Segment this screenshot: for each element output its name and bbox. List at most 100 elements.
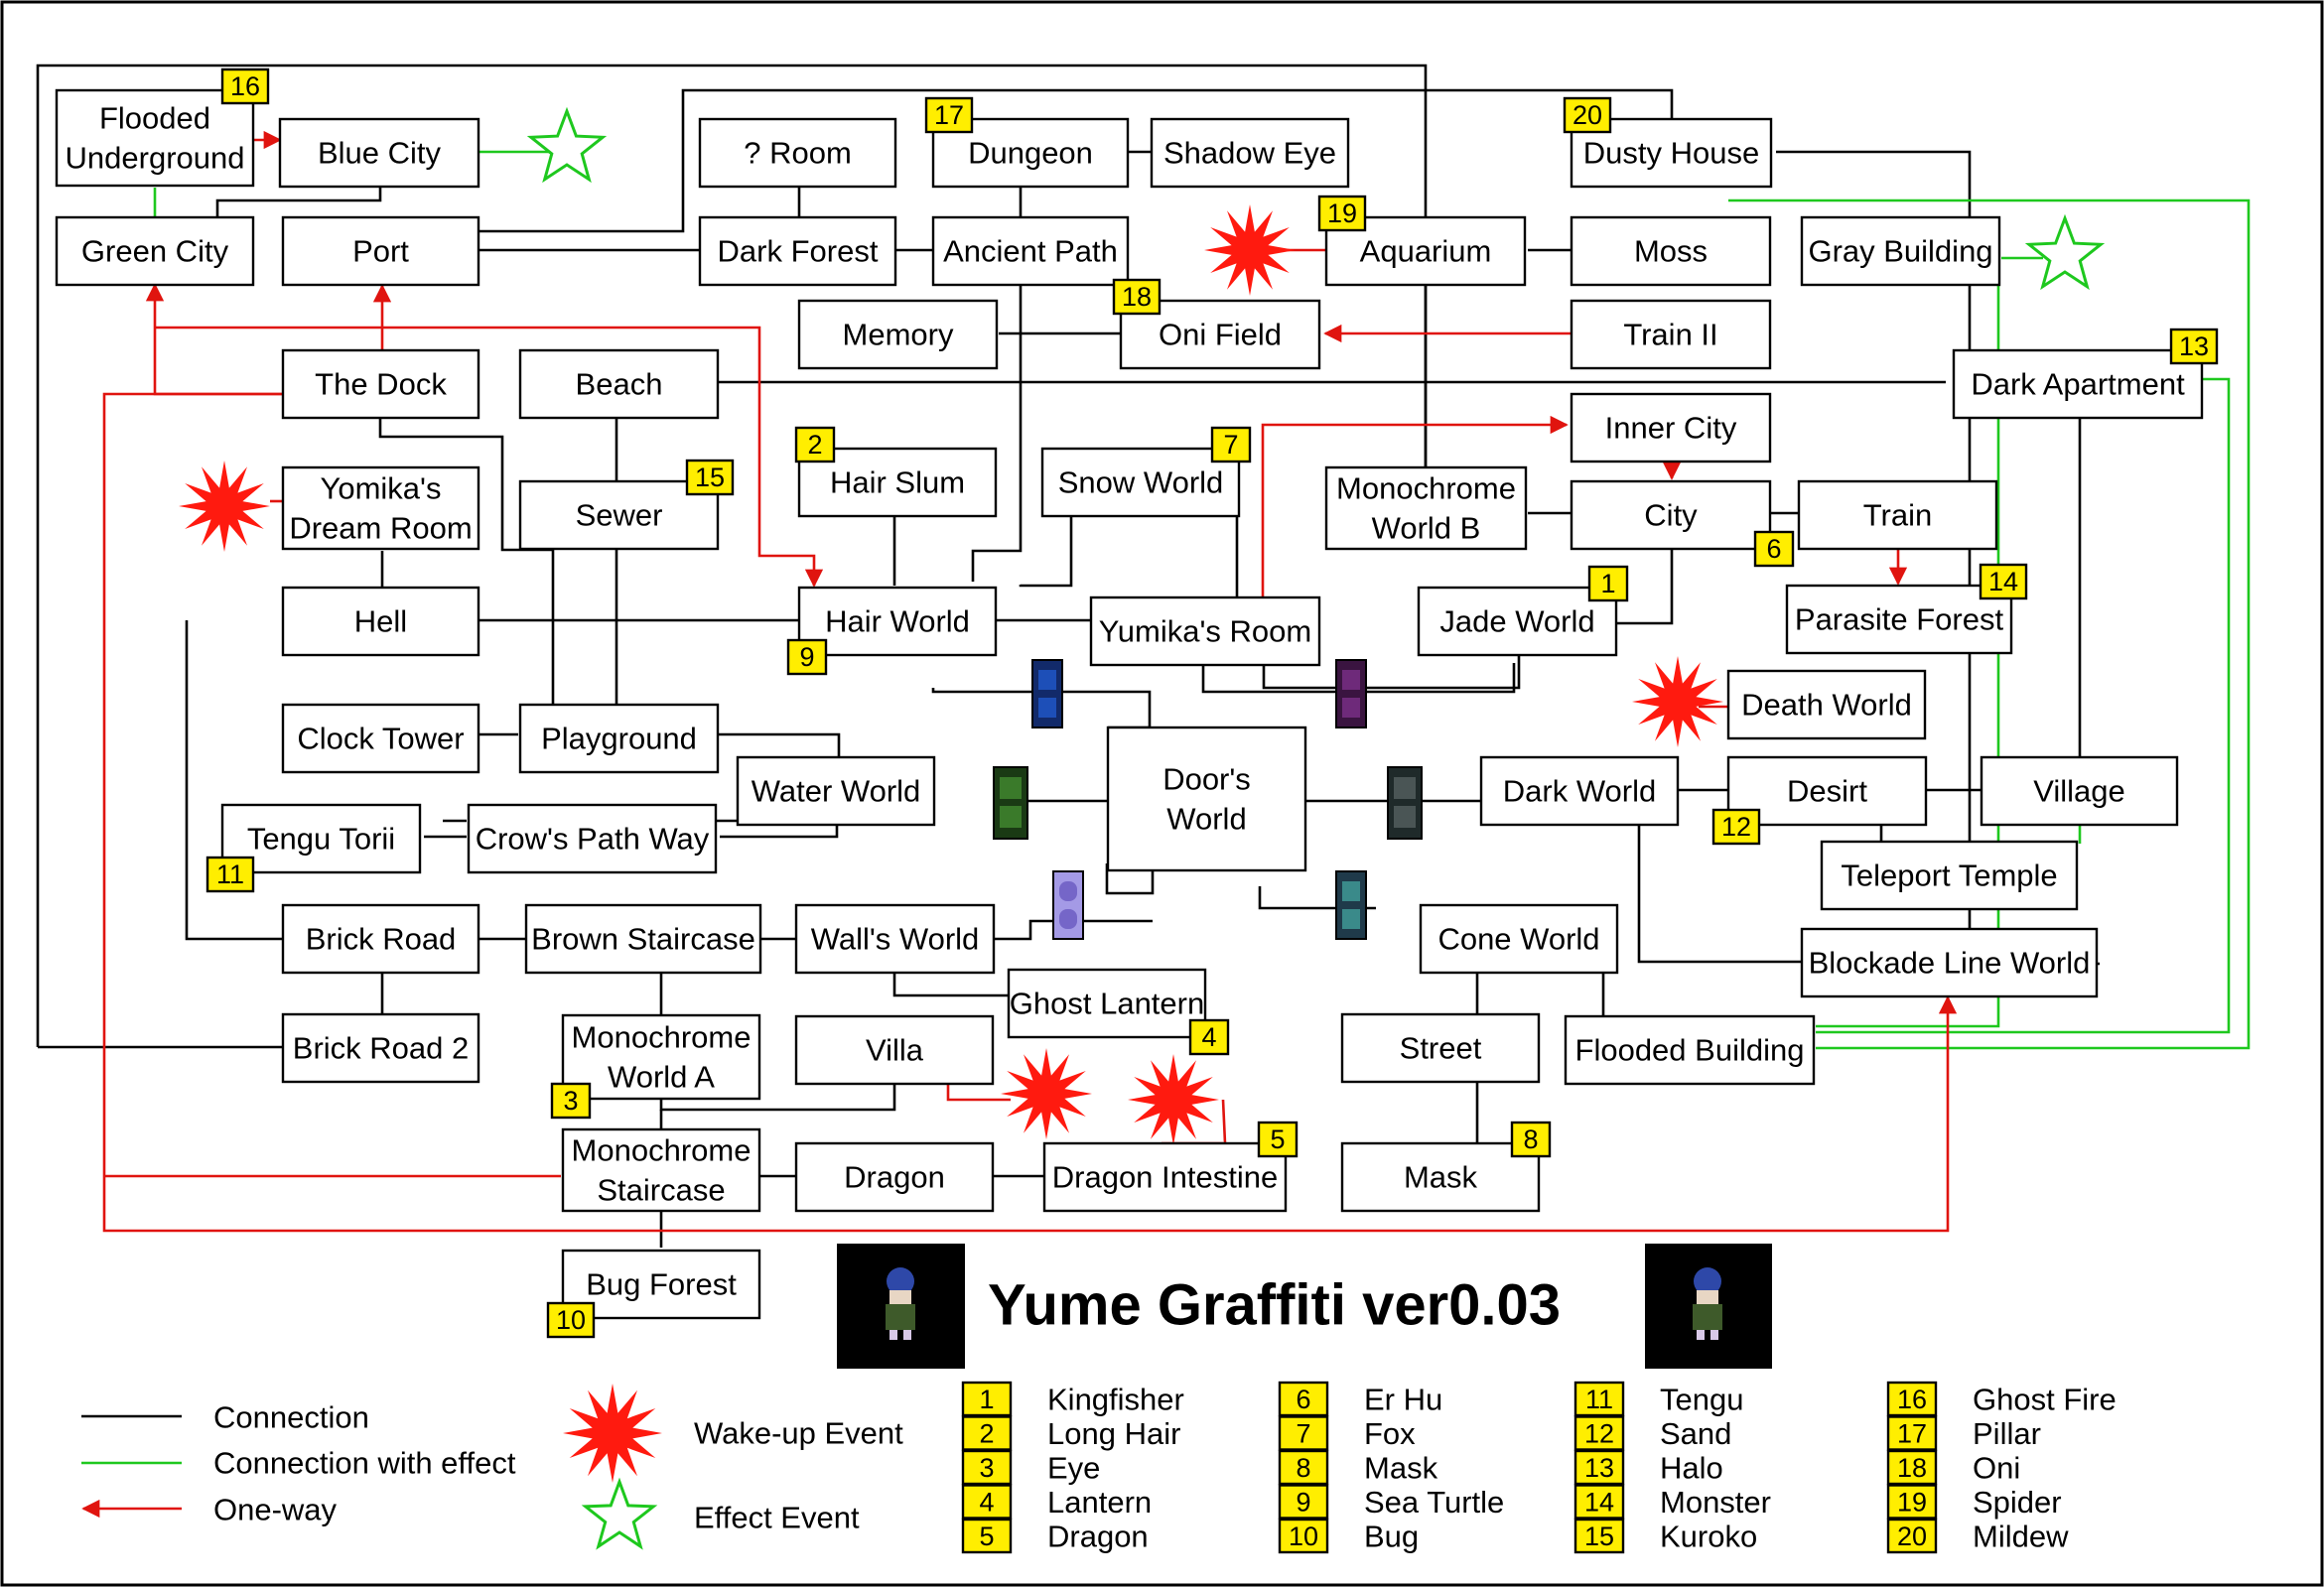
- effect-badge-number: 18: [1122, 282, 1152, 312]
- world-node-box: [1980, 755, 2179, 827]
- wakeup-burst-icon: [1204, 204, 1296, 296]
- world-node-label: Dragon Intestine: [1052, 1160, 1278, 1195]
- world-node-box: [278, 117, 480, 189]
- world-node-gray-building: Gray Building: [1800, 215, 2001, 287]
- world-node-label: Train II: [1623, 318, 1717, 352]
- effect-key-badge: [1886, 1518, 1938, 1554]
- world-node-label: Cone World: [1437, 922, 1599, 957]
- effect-key-number: 5: [979, 1521, 994, 1551]
- world-node-playground: Playground: [518, 703, 720, 774]
- effect-badge: [1587, 565, 1629, 602]
- one-way-line: [1261, 415, 1569, 597]
- world-node-label: Death World: [1741, 688, 1912, 723]
- effect-badge: [550, 1082, 592, 1120]
- world-node-label: Hair World: [825, 604, 970, 639]
- world-node-box: [524, 903, 762, 975]
- world-node-box: [55, 88, 255, 188]
- world-node-water-world: Water World: [736, 755, 936, 827]
- legend-one-way-label: One-way: [213, 1493, 338, 1527]
- green-door-icon: [993, 766, 1028, 840]
- legend-wakeup-label: Wake-up Event: [694, 1416, 903, 1451]
- world-node-box: [1797, 479, 1998, 551]
- effect-key-number: 12: [1584, 1419, 1614, 1449]
- world-node-label: Underground: [66, 141, 245, 176]
- world-node-label: Yumika's Room: [1099, 614, 1311, 649]
- connection-line: [1637, 824, 1802, 964]
- effect-key-name: Halo: [1660, 1451, 1723, 1486]
- effect-badge-number: 19: [1327, 198, 1357, 228]
- effect-key-number: 17: [1897, 1419, 1927, 1449]
- effect-key-badge: [961, 1449, 1013, 1486]
- world-node-label: Memory: [843, 318, 954, 352]
- world-node-label: Clock Tower: [297, 722, 464, 756]
- world-node-box: [1570, 392, 1772, 463]
- effect-key-badge: [1886, 1415, 1938, 1451]
- world-node-death-world: Death World: [1726, 669, 1927, 740]
- world-node-label: Wall's World: [811, 922, 980, 957]
- world-node-box: [1785, 584, 2013, 655]
- effect-badge-number: 4: [1201, 1022, 1216, 1052]
- one-way-line: [1221, 1099, 1227, 1144]
- world-node-box: [1042, 1141, 1288, 1213]
- effect-key-name: Long Hair: [1047, 1416, 1180, 1451]
- world-node-label: Teleport Temple: [1841, 859, 2057, 893]
- world-node-cone-world: Cone World: [1419, 903, 1619, 975]
- effect-key-number: 19: [1897, 1488, 1927, 1518]
- legend-star-icon: [581, 1477, 658, 1550]
- world-node-ancient-path: Ancient Path: [931, 215, 1130, 287]
- world-node-blockade-line: Blockade Line World: [1800, 927, 2099, 998]
- world-node-box: [518, 703, 720, 774]
- world-node-label: Water World: [752, 774, 921, 809]
- effect-badge-number: 16: [230, 71, 260, 101]
- connection-line: [720, 821, 839, 839]
- world-node-box: [1820, 840, 2079, 911]
- world-node-label: Door's: [1162, 762, 1251, 797]
- effect-key-number: 18: [1897, 1453, 1927, 1483]
- world-node-train-ii: Train II: [1570, 299, 1772, 370]
- effect-badge: [1210, 426, 1252, 463]
- world-node-box: [281, 215, 480, 287]
- effect-key-number: 9: [1296, 1488, 1310, 1518]
- effect-key-name: Kingfisher: [1047, 1383, 1184, 1417]
- world-node-label: The Dock: [315, 367, 447, 402]
- effect-key-number: 11: [1585, 1385, 1613, 1414]
- effect-badge-number: 13: [2179, 331, 2209, 361]
- effect-badge-number: 11: [216, 860, 244, 889]
- effect-key-name: Er Hu: [1364, 1383, 1442, 1417]
- effect-connection-line: [1816, 258, 2000, 1028]
- world-node-box: [797, 586, 998, 657]
- effect-badge: [1563, 96, 1612, 134]
- effect-key-name: Spider: [1973, 1485, 2062, 1520]
- world-node-box: [1419, 903, 1619, 975]
- effect-badge: [685, 459, 735, 496]
- world-node-box: [698, 215, 897, 287]
- world-node-dark-forest: Dark Forest: [698, 215, 897, 287]
- world-node-box: [1800, 215, 2001, 287]
- effect-key-name: Eye: [1047, 1451, 1100, 1486]
- world-node-label: Inner City: [1605, 411, 1737, 446]
- world-node-village: Village: [1980, 755, 2179, 827]
- world-node-box: [1089, 595, 1321, 667]
- world-node-box: [1800, 927, 2099, 998]
- world-node-label: Jade World: [1439, 604, 1594, 639]
- effect-key-name: Lantern: [1047, 1485, 1152, 1520]
- purple-door-icon: [1335, 659, 1367, 728]
- effect-badge: [546, 1301, 596, 1339]
- effect-badge: [1510, 1121, 1552, 1158]
- world-node-label: Dark Forest: [718, 234, 879, 269]
- wakeup-burst-icon: [179, 461, 270, 552]
- effect-badge-number: 9: [799, 642, 814, 672]
- connection-line: [215, 188, 382, 217]
